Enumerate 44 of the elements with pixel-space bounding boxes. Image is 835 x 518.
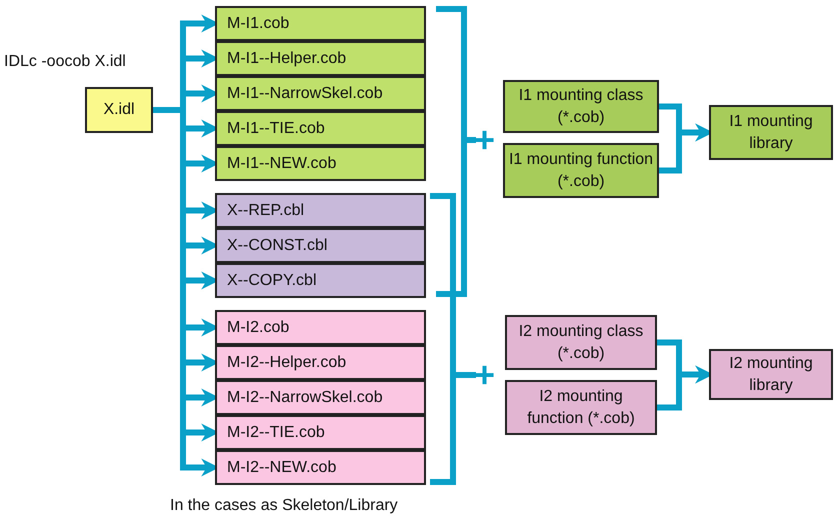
file-row <box>215 263 426 298</box>
node-text: I2 mounting function (*.cob) <box>526 386 636 428</box>
node-text: M-I2--NEW.cob <box>227 458 336 478</box>
node-text: M-I1.cob <box>227 14 290 34</box>
process-box <box>709 105 833 160</box>
process-box <box>709 349 833 400</box>
node-text: I1 mounting library <box>728 112 814 154</box>
process-box <box>505 380 657 435</box>
node-text: M-I2.cob <box>227 318 290 338</box>
node-text: X.idl <box>103 100 135 120</box>
process-box <box>503 143 659 198</box>
node-text: M-I1--TIE.cob <box>227 118 325 138</box>
file-row <box>215 310 426 345</box>
node-text: I2 mounting library <box>728 354 814 396</box>
file-row <box>215 41 426 76</box>
file-row <box>215 415 426 450</box>
plus-sign: + <box>474 355 496 395</box>
file-row <box>215 228 426 263</box>
node-text: I2 mounting class (*.cob) <box>518 322 644 364</box>
node-text: M-I1--NarrowSkel.cob <box>227 84 383 104</box>
file-row <box>215 111 426 146</box>
node-text: X--REP.cbl <box>227 200 304 220</box>
process-box <box>503 80 659 133</box>
caption-text: In the cases as Skeleton/Library <box>170 496 398 516</box>
file-row <box>215 6 426 41</box>
node-text: M-I2--NarrowSkel.cob <box>227 388 383 408</box>
process-box <box>505 315 657 370</box>
node-text: M-I1--Helper.cob <box>227 48 346 68</box>
file-row <box>215 146 426 181</box>
node-text: I1 mounting class (*.cob) <box>518 86 644 128</box>
file-row <box>215 380 426 415</box>
file-row <box>215 193 426 228</box>
process-box <box>85 87 153 133</box>
node-text: X--COPY.cbl <box>227 270 317 290</box>
plus-sign: + <box>474 120 496 160</box>
node-text: M-I2--TIE.cob <box>227 422 325 442</box>
node-text: X--CONST.cbl <box>227 236 328 256</box>
node-text: M-I2--Helper.cob <box>227 352 346 372</box>
node-text: M-I1--NEW.cob <box>227 154 336 174</box>
file-row <box>215 76 426 111</box>
node-text: I1 mounting function (*.cob) <box>508 150 654 192</box>
file-row <box>215 450 426 485</box>
file-row <box>215 345 426 380</box>
command-text: IDLc -oocob X.idl <box>4 52 126 72</box>
